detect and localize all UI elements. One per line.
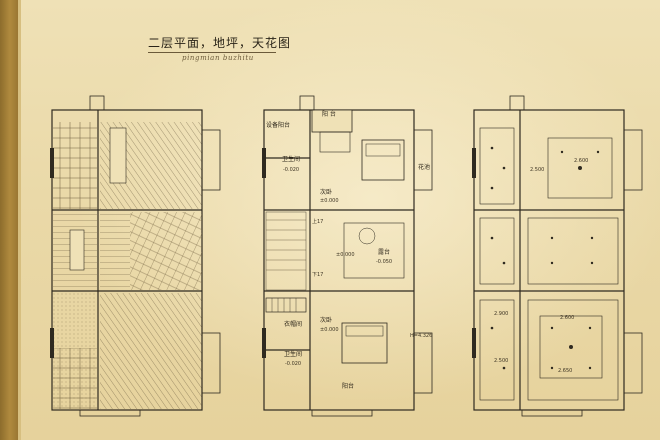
label-stair-down: 下17 xyxy=(312,272,324,278)
ceiling-label-b: 2.500 xyxy=(530,167,545,173)
label-top: 阳 台 xyxy=(322,111,336,118)
label-stair-up: 上17 xyxy=(312,219,324,225)
label-elevation: H=4.326 xyxy=(410,333,433,339)
label-bathroom-level: -0.020 xyxy=(283,167,300,173)
label-bedroom2: 次卧 xyxy=(320,317,333,324)
label-cloakroom: 衣帽间 xyxy=(284,321,303,328)
ceiling-label-e: 2.500 xyxy=(494,358,509,364)
left-band-edge xyxy=(18,0,21,440)
label-bedroom2-level: ±0.000 xyxy=(320,327,339,333)
label-bedroom: 次卧 xyxy=(320,189,333,196)
title-rule xyxy=(148,52,276,53)
label-bathroom2: 卫生间 xyxy=(284,351,303,358)
label-bathroom: 卫生间 xyxy=(282,156,301,163)
ceiling-label-c: 2.900 xyxy=(494,311,509,317)
ceiling-label-d: 2.600 xyxy=(560,315,575,321)
left-gold-band xyxy=(0,0,18,440)
ceiling-plan xyxy=(472,95,643,417)
floor-finish-plan xyxy=(50,95,221,417)
label-level-a: ±0.000 xyxy=(336,252,355,258)
ceiling-label-f: 2.650 xyxy=(558,368,573,374)
layout-plan xyxy=(262,95,433,417)
ceiling-label-a: 2.600 xyxy=(574,158,589,164)
label-terrace: 阳台 xyxy=(342,383,355,390)
label-flower-bay: 花池 xyxy=(418,164,431,171)
label-balcony-equipment: 设备阳台 xyxy=(266,122,291,129)
page-subtitle: pingmian buzhitu xyxy=(182,54,254,62)
label-bathroom2-level: -0.020 xyxy=(285,361,302,367)
label-bedroom-level: ±0.000 xyxy=(320,198,339,204)
label-study-level: -0.050 xyxy=(376,259,393,265)
label-study: 露台 xyxy=(378,249,391,256)
page-title: 二层平面，地坪，天花图 xyxy=(148,36,292,50)
